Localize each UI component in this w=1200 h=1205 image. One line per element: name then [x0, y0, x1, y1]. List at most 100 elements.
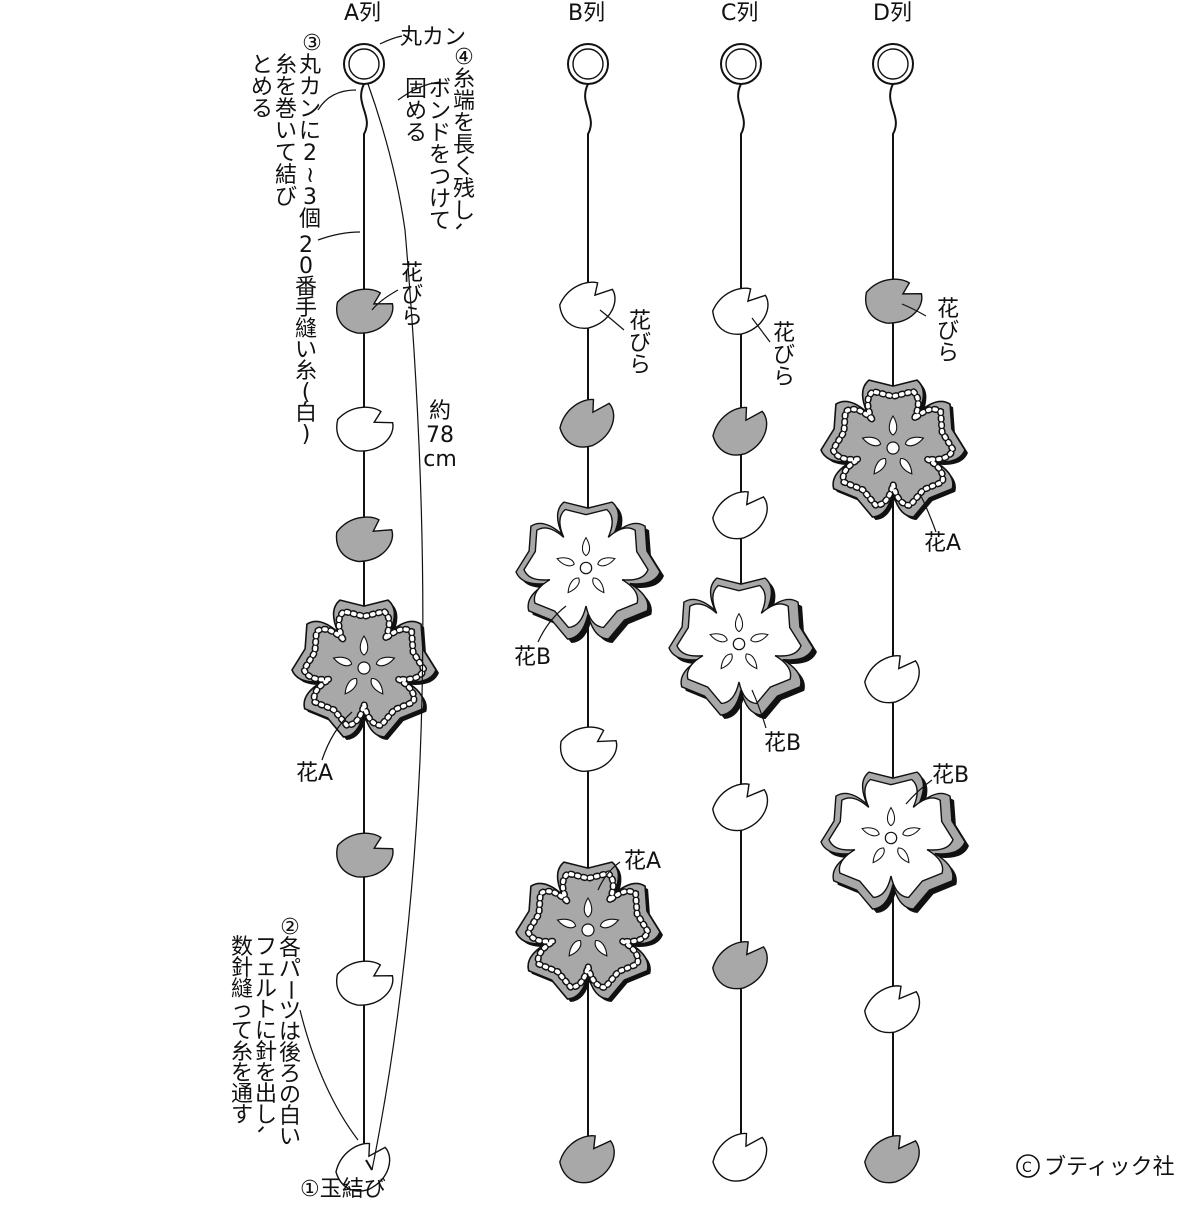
- petal-gray-c-6: [708, 936, 774, 995]
- svg-text:に: に: [255, 1019, 277, 1044]
- svg-text:花: 花: [937, 297, 959, 322]
- svg-text:通: 通: [231, 1082, 253, 1107]
- flower-b-label-c: 花B: [764, 731, 801, 756]
- svg-text:個: 個: [299, 207, 321, 232]
- svg-text:と: と: [251, 53, 273, 78]
- petal-gray-d-1: [860, 272, 926, 330]
- ring-d: [872, 43, 914, 85]
- svg-text:に: に: [299, 119, 321, 144]
- svg-text:ら: ら: [773, 365, 795, 390]
- svg-text:針: 針: [255, 1040, 277, 1065]
- svg-text:を: を: [255, 1061, 277, 1086]
- svg-text:カ: カ: [299, 75, 321, 100]
- svg-text:、: 、: [451, 222, 476, 244]
- svg-text:針: 針: [231, 956, 253, 981]
- svg-text:し: し: [453, 199, 475, 224]
- svg-text:固: 固: [405, 77, 427, 102]
- flower-A-a-4: [291, 599, 439, 740]
- svg-text:び: び: [629, 331, 651, 356]
- column-b-header: B列: [568, 1, 605, 26]
- svg-text:フ: フ: [255, 935, 277, 960]
- svg-text:3: 3: [303, 185, 317, 210]
- leader-lines: [299, 35, 937, 1171]
- svg-text:0: 0: [299, 254, 313, 279]
- petal-white-a-2: [330, 399, 398, 459]
- svg-text:す: す: [231, 1103, 253, 1128]
- svg-text:出: 出: [255, 1082, 277, 1107]
- flower-a-label-d: 花A: [924, 531, 961, 556]
- flower-A-d-2: [820, 379, 968, 520]
- svg-text:ェ: ェ: [255, 956, 277, 981]
- petal-label-a: 花びら: [401, 261, 423, 330]
- svg-text:ド: ド: [429, 121, 451, 146]
- svg-text:(: (: [302, 380, 311, 405]
- svg-text:い: い: [279, 1125, 301, 1150]
- petal-gray-a-1: [331, 282, 397, 340]
- step1-label: ①玉結び: [300, 1177, 386, 1200]
- svg-text:2: 2: [299, 233, 313, 258]
- svg-text:各: 各: [279, 936, 301, 961]
- svg-text:ら: ら: [629, 353, 651, 378]
- svg-text:の: の: [279, 1083, 301, 1108]
- svg-text:約: 約: [429, 399, 451, 424]
- svg-text:ト: ト: [255, 998, 277, 1023]
- svg-text:く: く: [453, 155, 475, 180]
- svg-text:巻: 巻: [275, 97, 297, 122]
- petal-gray-b-2: [553, 393, 622, 454]
- svg-text:cm: cm: [423, 447, 457, 472]
- column-c-header: C列: [721, 1, 758, 26]
- svg-text:ン: ン: [299, 97, 321, 122]
- flower-A-b-5: [515, 861, 663, 1002]
- svg-text:②: ②: [280, 915, 300, 940]
- svg-text:る: る: [405, 121, 427, 146]
- petal-label-b: 花びら: [629, 309, 651, 378]
- petal-white-b-1: [557, 279, 619, 332]
- copyright-text: ブティック社: [1044, 1155, 1175, 1180]
- svg-text:っ: っ: [231, 998, 253, 1023]
- svg-text:丸: 丸: [299, 53, 321, 78]
- svg-text:ン: ン: [429, 99, 451, 124]
- svg-text:つ: つ: [429, 165, 451, 190]
- petal-white-c-3: [708, 486, 774, 545]
- flower-b-label-d: 花B: [932, 763, 969, 788]
- svg-text:糸: 糸: [275, 53, 297, 78]
- svg-text:白: 白: [295, 401, 317, 426]
- svg-text:数: 数: [231, 935, 253, 960]
- flower-B-c-4: [668, 577, 817, 719]
- svg-text:び: び: [275, 185, 297, 210]
- petal-gray-b-6: [555, 1130, 621, 1189]
- flower-a-label-b: 花A: [624, 849, 661, 874]
- flower-B-b-3: [515, 501, 664, 643]
- thread-b: [584, 83, 592, 1166]
- svg-text:て: て: [429, 209, 451, 234]
- svg-text:長: 長: [453, 133, 475, 158]
- svg-text:縫: 縫: [295, 317, 317, 342]
- svg-text:を: を: [429, 143, 451, 168]
- svg-text:め: め: [251, 75, 273, 100]
- knot-icon: [365, 1159, 373, 1171]
- petal-gray-c-2: [706, 401, 775, 462]
- svg-text:し: し: [255, 1103, 277, 1128]
- svg-text:い: い: [275, 119, 297, 144]
- thread-d: [889, 83, 897, 1166]
- svg-text:ろ: ろ: [279, 1062, 301, 1087]
- svg-text:縫: 縫: [231, 977, 253, 1002]
- svg-text:白: 白: [279, 1104, 301, 1129]
- petal-label-d: 花びら: [937, 297, 959, 366]
- svg-text:花: 花: [773, 321, 795, 346]
- petal-white-c-1: [710, 285, 772, 338]
- svg-text:め: め: [405, 99, 427, 124]
- ring-b: [567, 43, 609, 85]
- column-a-header: A列: [344, 1, 381, 26]
- flower-a-label-a: 花A: [296, 761, 333, 786]
- svg-text:③: ③: [302, 31, 322, 56]
- svg-text:番: 番: [295, 275, 317, 300]
- svg-text:び: び: [401, 283, 423, 308]
- svg-text:ー: ー: [277, 979, 302, 1001]
